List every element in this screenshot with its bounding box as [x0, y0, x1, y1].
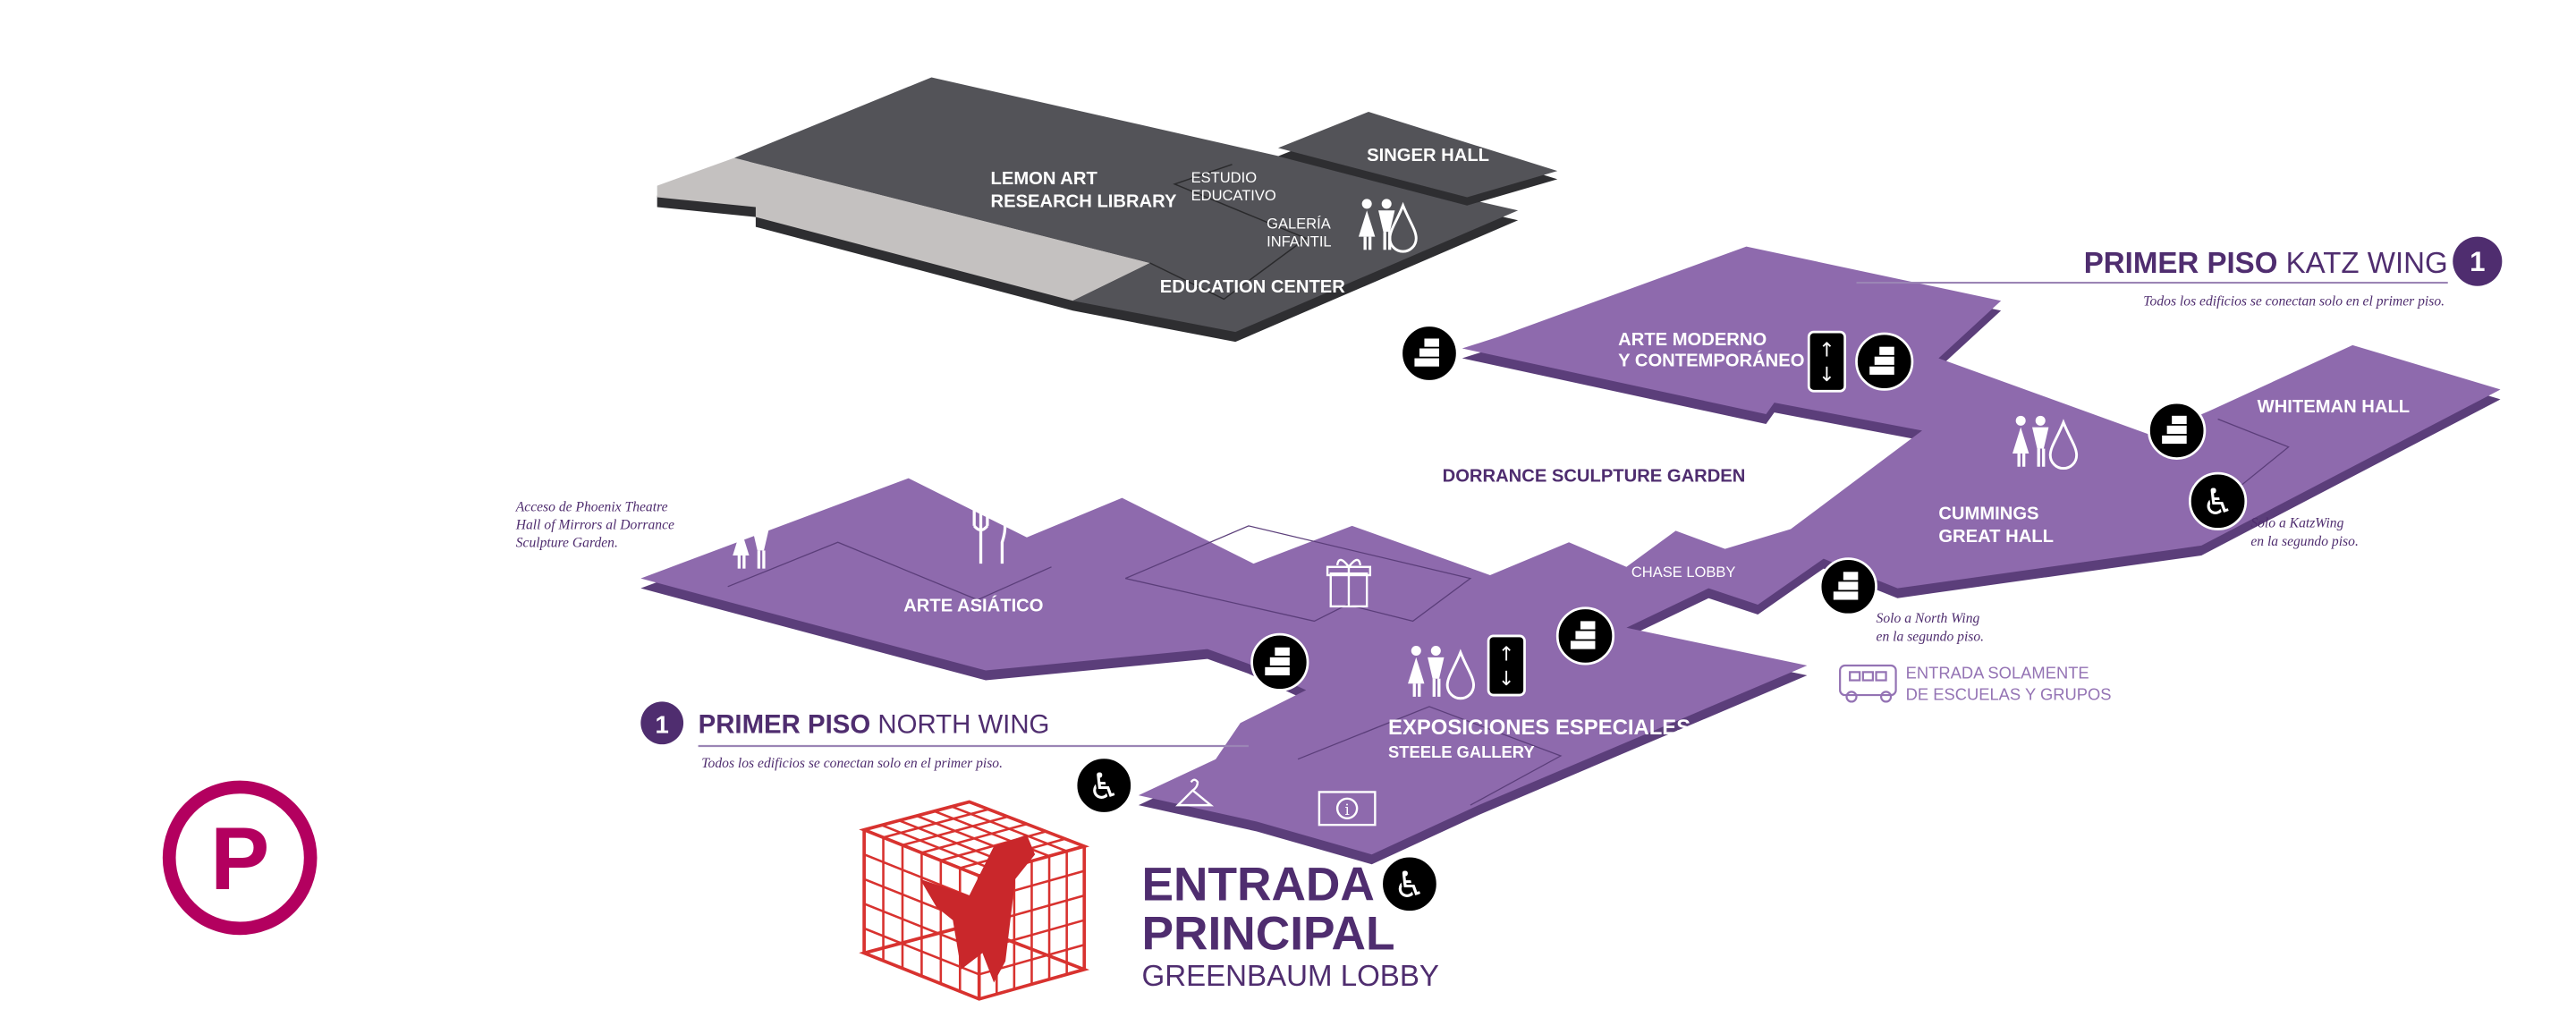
whiteman-hall-label: WHITEMAN HALL — [2258, 397, 2410, 417]
room-divider — [1149, 164, 1308, 301]
phoenix-note: Acceso de Phoenix Theatre — [515, 499, 668, 514]
restroom-icon — [2012, 415, 2049, 467]
phoenix-note-2: Hall of Mirrors al Dorrance — [515, 518, 674, 533]
entrance-label-2: PRINCIPAL — [1142, 908, 1395, 961]
education-center-label: EDUCATION CENTER — [1160, 277, 1346, 297]
education-building[interactable] — [657, 77, 1519, 343]
north-heading: 1 PRIMER PISO NORTH WING Todos los edifi… — [640, 701, 1249, 771]
north-floor-number: 1 — [656, 710, 669, 738]
floor-number-badge — [640, 701, 684, 745]
accessible-icon[interactable]: ♿ — [1380, 854, 1439, 913]
greenbaum-lobby-label: GREENBAUM LOBBY — [1142, 960, 1439, 993]
group-entrance-label: ENTRADA SOLAMENTE — [1906, 664, 2089, 683]
cummings-label-2: GREAT HALL — [1938, 527, 2054, 547]
kids-gallery-label-2: INFANTIL — [1267, 233, 1332, 250]
studio-label-2: EDUCATIVO — [1191, 187, 1276, 204]
modern-art-label: ARTE MODERNO — [1618, 330, 1767, 350]
coat-check-icon — [1175, 778, 1215, 807]
dining-icon — [972, 508, 1007, 564]
elevator-icon[interactable]: ↑↓ — [1487, 634, 1526, 697]
education-floor — [734, 77, 1519, 333]
stairs-icon[interactable] — [1400, 324, 1459, 383]
arrow-up-icon: ↑ — [1498, 643, 1514, 666]
stairs-icon[interactable] — [1855, 332, 1914, 391]
sculpture-garden-label: DORRANCE SCULPTURE GARDEN — [1443, 466, 1746, 486]
studio-label: ESTUDIO — [1191, 169, 1258, 186]
floor-number-badge — [2453, 236, 2503, 286]
chase-lobby-label: CHASE LOBBY — [1631, 564, 1736, 581]
katz-access-note: Solo a KatzWing — [2250, 516, 2343, 531]
entrance-label: ENTRADA — [1142, 859, 1375, 911]
library-gray-area — [657, 157, 1150, 301]
shop-divider — [1124, 525, 1472, 623]
arrow-up-icon: ↑ — [1818, 340, 1835, 362]
arrow-down-icon: ↓ — [1498, 668, 1514, 691]
cage-bar — [863, 927, 980, 976]
parking-sign[interactable]: P — [162, 780, 318, 936]
bus-icon — [1839, 664, 1897, 703]
gallery-divider — [727, 541, 1052, 601]
phoenix-note-3: Sculpture Garden. — [516, 536, 618, 551]
ground-floor[interactable] — [640, 246, 2501, 865]
stairs-icon[interactable] — [2148, 401, 2207, 460]
katz-access-note-2: en la segundo piso. — [2250, 534, 2359, 549]
katz-title-bold: PRIMER PISO — [2084, 247, 2278, 280]
restroom-icon — [1408, 645, 1445, 697]
wheelchair-glyph: ♿ — [1088, 765, 1120, 808]
asian-art-label: ARTE ASIÁTICO — [903, 595, 1043, 615]
group-entrance-label-2: DE ESCUELAS Y GRUPOS — [1906, 685, 2112, 704]
north-stairs-note: Solo a North Wing — [1877, 611, 1980, 626]
accessible-icon[interactable]: ♿ — [1074, 756, 1133, 815]
steele-gallery-label: STEELE GALLERY — [1388, 742, 1535, 761]
north-stairs-note-2: en la segundo piso. — [1877, 629, 1985, 644]
katz-title-light: KATZ WING — [2277, 247, 2447, 280]
wheelchair-glyph: ♿ — [1394, 863, 1426, 906]
north-title-light: NORTH WING — [870, 709, 1049, 739]
arrow-down-icon: ↓ — [1818, 364, 1835, 386]
svg-text:PRIMER PISO NORTH WING: PRIMER PISO NORTH WING — [699, 709, 1050, 739]
dinosaur-figure — [919, 835, 1036, 983]
wheelchair-glyph: ♿ — [2201, 480, 2233, 523]
kids-gallery-label: GALERÍA — [1267, 215, 1331, 232]
parking-ring — [162, 780, 318, 936]
gift-shop-icon — [1326, 558, 1372, 608]
steele-divider — [1297, 706, 1563, 806]
north-note: Todos los edificios se conectan solo en … — [701, 756, 1003, 771]
stairs-icon[interactable] — [1818, 557, 1877, 616]
water-fountain-icon — [2048, 419, 2079, 470]
main-entrance[interactable]: ENTRADA PRINCIPAL GREENBAUM LOBBY — [1142, 859, 1439, 994]
singer-hall-label: SINGER HALL — [1367, 146, 1489, 165]
accessible-icon[interactable]: ♿ — [2188, 471, 2248, 530]
library-label: LEMON ART — [991, 169, 1098, 189]
parking-letter: P — [210, 810, 269, 909]
stairs-icon[interactable] — [1250, 632, 1309, 691]
katz-floor-number: 1 — [2470, 246, 2485, 277]
stairs-icon[interactable] — [1555, 606, 1615, 666]
cummings-label: CUMMINGS — [1938, 504, 2038, 524]
north-title-bold: PRIMER PISO — [699, 709, 871, 739]
library-label-2: RESEARCH LIBRARY — [991, 192, 1177, 212]
group-entrance[interactable]: ENTRADA SOLAMENTE DE ESCUELAS Y GRUPOS — [1839, 664, 2112, 704]
katz-heading: PRIMER PISO KATZ WING 1 Todos los edific… — [1856, 236, 2503, 309]
svg-text:PRIMER PISO KATZ WING: PRIMER PISO KATZ WING — [2084, 247, 2448, 280]
water-fountain-icon — [1388, 201, 1418, 253]
ground-floor-plan — [640, 246, 2501, 855]
special-exhibitions-label: EXPOSICIONES ESPECIALES — [1388, 716, 1690, 740]
elevator-icon[interactable]: ↑↓ — [1807, 330, 1847, 393]
singer-hall[interactable] — [1277, 112, 1558, 206]
water-fountain-icon — [1445, 649, 1476, 700]
singer-floor — [1277, 112, 1558, 198]
katz-note: Todos los edificios se conectan solo en … — [2143, 294, 2445, 309]
cage-sculpture — [859, 800, 1090, 1001]
info-glyph: i — [1344, 801, 1349, 818]
ticket-info-icon: i — [1318, 791, 1377, 827]
modern-art-label-2: Y CONTEMPORÁNEO — [1618, 351, 1804, 371]
restroom-icon — [733, 517, 769, 569]
